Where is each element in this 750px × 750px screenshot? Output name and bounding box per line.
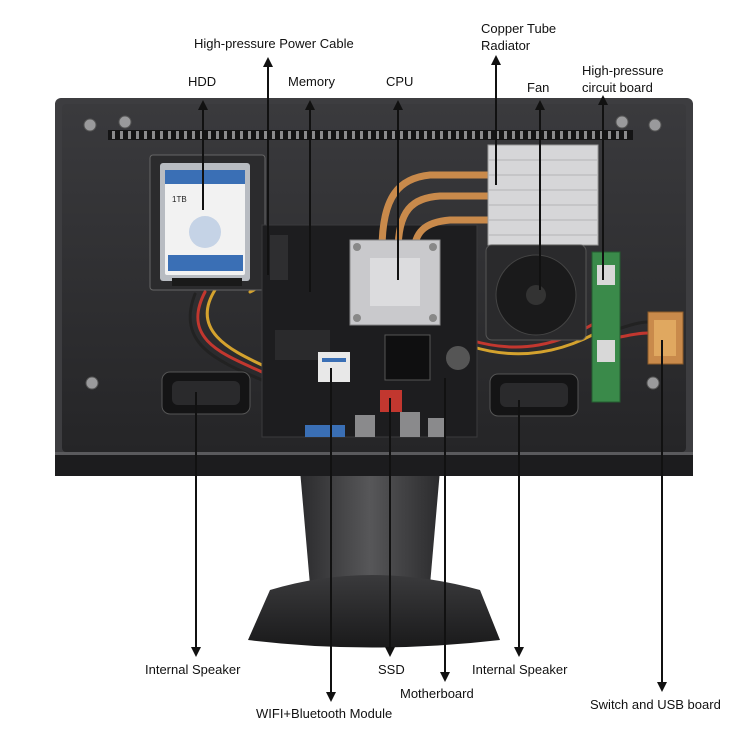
label-cpu: CPU [386, 74, 414, 89]
label-high-pressure-circuit-board-line1: High-pressure [582, 63, 664, 78]
internal-speaker-left-body [161, 371, 251, 415]
label-ssd: SSD [378, 662, 405, 677]
switch-usb-board [647, 311, 684, 365]
label-copper-tube-radiator-line1: Copper Tube [481, 21, 557, 36]
hdd-drive [149, 154, 266, 291]
mounting-screws [83, 115, 662, 390]
monitor-stand [248, 470, 500, 648]
callout-arrows [191, 55, 667, 702]
cpu-heatsink [349, 239, 441, 326]
label-high-pressure-circuit-board-line2: circuit board [582, 80, 653, 95]
hdd-sticker-text: 1TB [172, 195, 187, 204]
label-high-pressure-power-cable: High-pressure Power Cable [194, 36, 354, 51]
high-pressure-board [591, 251, 621, 403]
label-wifi-bluetooth-module: WIFI+Bluetooth Module [256, 706, 393, 721]
wifi-module [318, 352, 350, 382]
label-internal-speaker-right: Internal Speaker [472, 662, 568, 677]
label-memory: Memory [288, 74, 335, 89]
label-internal-speaker-left: Internal Speaker [145, 662, 241, 677]
label-motherboard: Motherboard [400, 686, 474, 701]
vent-strip [108, 130, 633, 140]
internal-speaker-right-body [489, 373, 579, 417]
label-fan: Fan [527, 80, 550, 95]
label-hdd: HDD [188, 74, 217, 89]
label-switch-usb-board: Switch and USB board [590, 697, 721, 712]
label-copper-tube-radiator-line2: Radiator [481, 38, 531, 53]
radiator-fins [487, 144, 599, 246]
cooling-fan [485, 244, 587, 341]
